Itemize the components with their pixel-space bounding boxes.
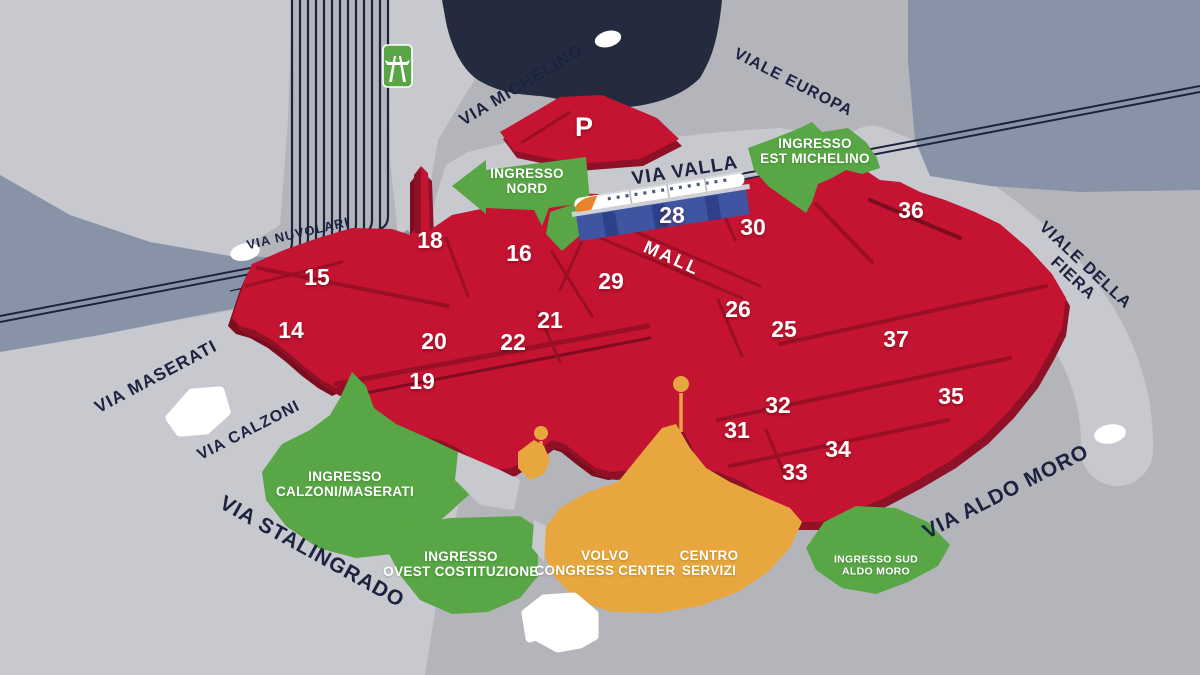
road-area-top-left [0,0,292,256]
road-viale-della-fiera [836,126,1154,486]
entrance-zones [262,122,950,614]
entrance-label-ovest-costituzione: INGRESSO OVEST COSTITUZIONE [383,548,539,579]
street-label-via-aldo-moro: VIA ALDO MORO [919,439,1093,544]
train-roofline [599,171,744,196]
entrance-label-nord: INGRESSO NORD [490,165,564,196]
embankment-top-right [908,0,1200,192]
entrance-sud-zone [806,506,950,594]
street-label-via-michelino: VIA MICHELINO [455,40,587,130]
train-body [574,172,745,212]
pavilion-label-22: 22 [500,329,526,356]
pavilion-label-31: 31 [724,417,750,444]
service-zones [518,376,802,613]
service-towers [534,376,689,470]
street-label-viale-europa: VIALE EUROPA [731,45,856,120]
path-patches [455,452,546,562]
entrance-label-calzoni-maserati: INGRESSO CALZONI/MASERATI [275,468,415,499]
street-label-viale-della-fiera: VIALE DELLA FIERA [1035,217,1136,313]
entrance-calzoni-maserati-zone [262,372,478,558]
entrance-label-est-michelino: INGRESSO EST MICHELINO [760,135,870,166]
train-car-gap [703,177,708,192]
train-windows [607,178,727,201]
facility-label-centro-servizi: CENTRO SERVIZI [679,547,739,578]
parking-building [500,95,682,171]
white-oval-marker [594,30,622,48]
white-oval-marker [1094,424,1126,444]
railway-embankments [0,0,1200,352]
pavilion-label-33: 33 [782,459,808,486]
facility-label-volvo-congress-center: VOLVO CONGRESS CENTER [534,547,676,578]
street-label-via-maserati: VIA MASERATI [91,335,221,417]
pavilion-label-25: 25 [771,316,797,343]
pavilion-label-19: 19 [409,368,435,395]
pavilion-label-14: 14 [278,317,304,344]
motorway-icon [382,44,413,88]
pavilion-label-p: P [574,111,594,142]
entrance-label-sud-aldo-moro: INGRESSO SUD ALDO MORO [833,553,919,577]
pavilion-label-18: 18 [417,227,443,254]
pavilion-label-35: 35 [938,383,964,410]
viaduct-pier [651,203,668,230]
viaduct-pier [704,194,722,221]
entrance-ovest-zone [388,516,538,614]
train-car-gap [628,189,633,204]
pavilion-18-chimney-shade [414,167,421,233]
pavilion-label-32: 32 [765,392,791,419]
entrance-est-michelino-zone [748,122,880,213]
white-oval-marker [230,243,260,261]
train-icon [571,171,750,242]
street-label-via-valla: VIA VALLA [630,152,740,190]
white-landmarks [165,30,1126,653]
viaduct-pier [601,211,619,237]
pavilion-label-21: 21 [537,307,563,334]
pavilion-label-16: 16 [506,240,532,267]
mall-label: MALL [640,236,704,280]
service-center-zone [543,424,802,613]
pavilion-label-28: 28 [659,202,685,229]
pavilion-label-15: 15 [304,264,330,291]
pavilion-label-34: 34 [825,436,851,463]
overpass-building [432,0,722,108]
viaduct-deck [571,183,750,217]
pavilion-label-30: 30 [740,214,766,241]
pavilion-label-29: 29 [598,268,624,295]
street-label-via-stalingrado: VIA STALINGRADO [215,491,409,613]
train-car-gap [666,183,670,198]
pavilion-label-37: 37 [883,326,909,353]
street-label-via-nuvolari: VIA NUVOLARI [245,214,351,253]
white-building-south [521,592,599,653]
pavilion-label-36: 36 [898,197,924,224]
embankment-left [0,175,435,352]
white-building-west [165,386,231,437]
train-nose [574,195,598,213]
street-label-via-calzoni: VIA CALZONI [194,397,303,464]
pavilion-label-20: 20 [421,328,447,355]
pavilion-label-26: 26 [725,296,751,323]
entrance-north-zone [452,157,590,226]
